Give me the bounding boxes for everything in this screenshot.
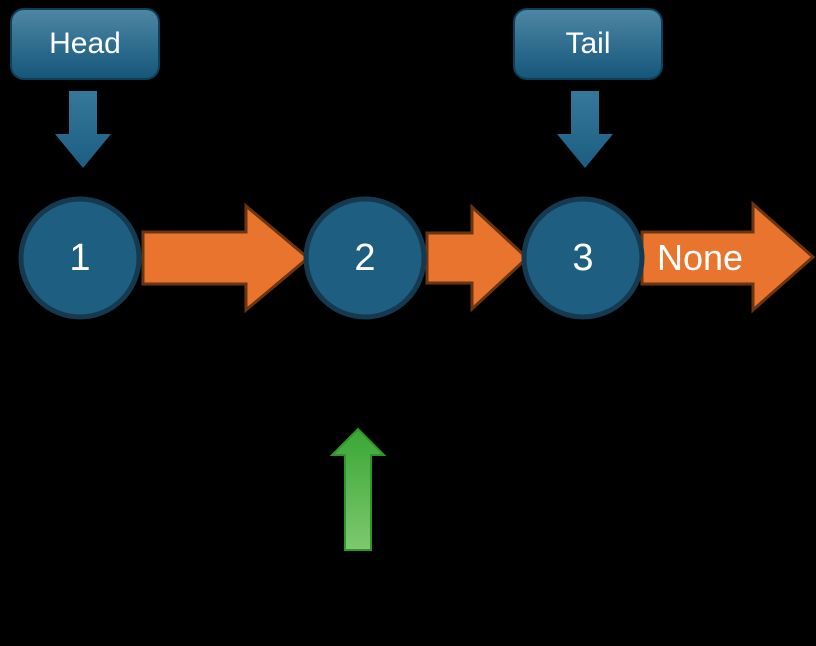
node-3-value: 3 [572, 237, 594, 279]
tail-label: Tail [565, 27, 611, 60]
node-3-circle [524, 199, 642, 317]
link-arrow-1-outline [141, 202, 311, 314]
node-2-value: 2 [354, 237, 376, 279]
head-down-arrow-icon [55, 91, 111, 168]
node-2-border [303, 196, 427, 320]
node-1-border [18, 196, 142, 320]
link-arrow-2-outline [425, 203, 530, 313]
tail-pointer-box [513, 8, 663, 80]
node-1-circle [21, 199, 139, 317]
node-1-value: 1 [69, 237, 91, 279]
head-pointer-box [10, 8, 160, 80]
node-3-border [521, 196, 645, 320]
green-up-arrow-icon [329, 427, 387, 551]
node-2-circle [306, 199, 424, 317]
tail-down-arrow-icon [557, 91, 613, 168]
link-arrow-1-icon [143, 206, 308, 310]
link-arrow-2-icon [427, 207, 527, 309]
none-arrow-outline [640, 200, 816, 314]
head-label: Head [49, 27, 121, 60]
none-label: None [656, 237, 744, 278]
